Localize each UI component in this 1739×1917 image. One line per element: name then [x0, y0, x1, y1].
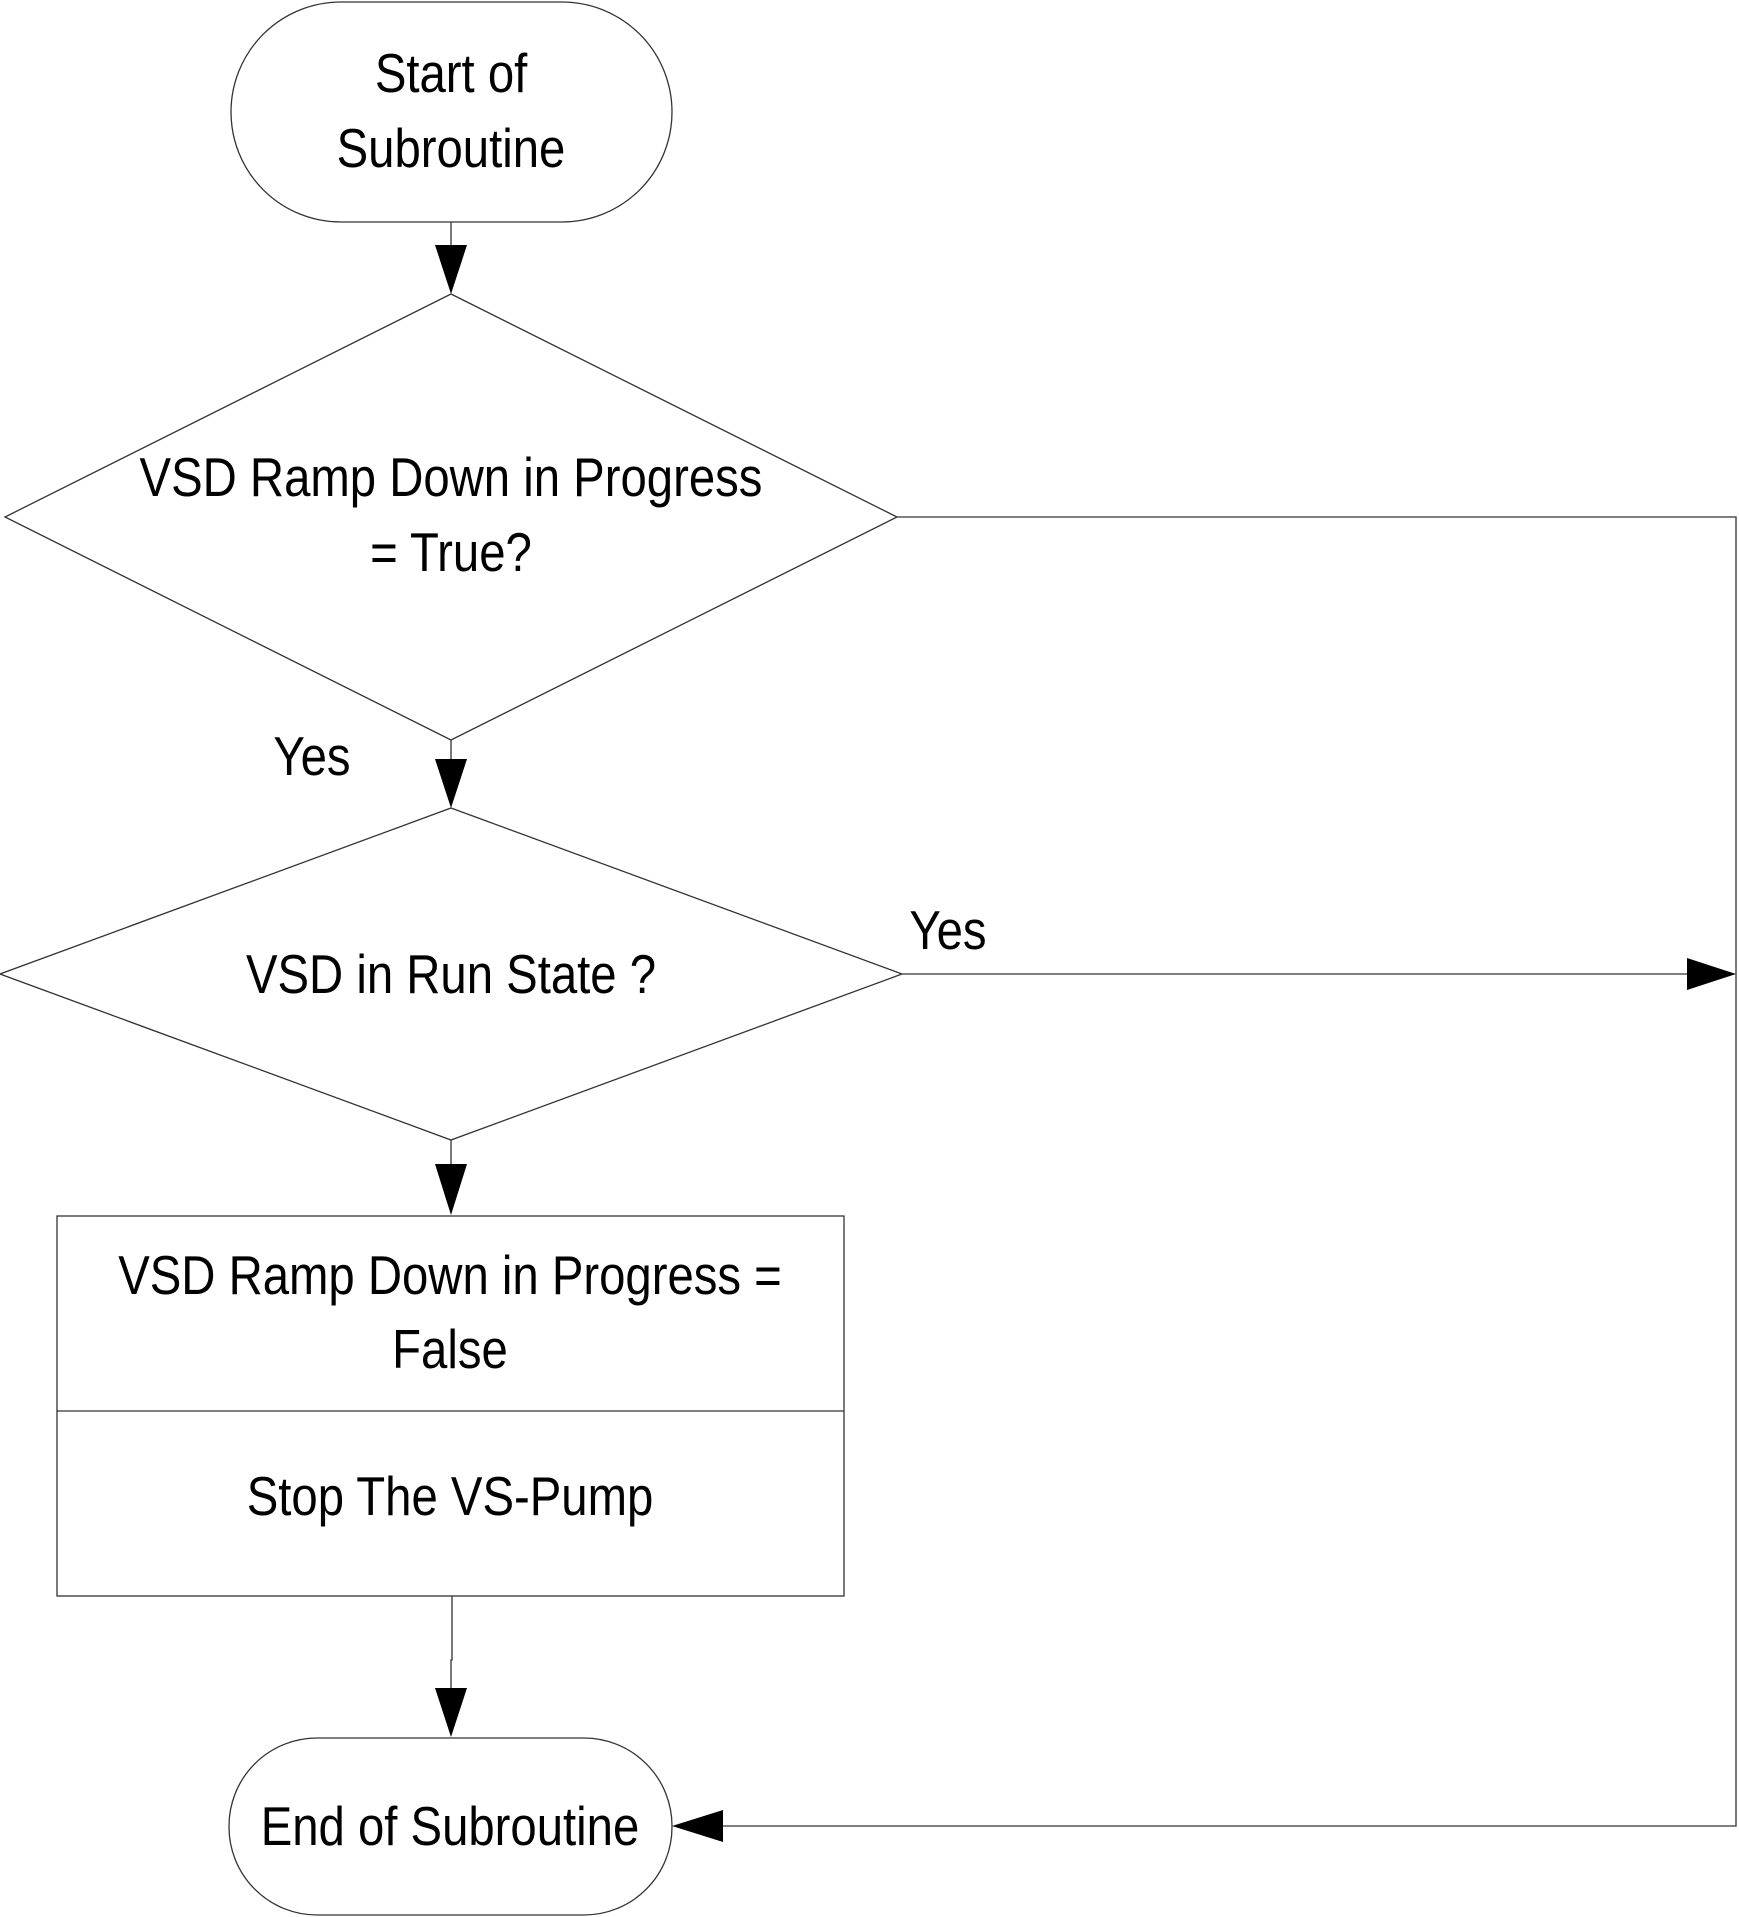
- ramp-decision-yes-label: Yes: [273, 726, 350, 787]
- arrowhead-down: [435, 1688, 467, 1737]
- start-terminator-label-2: Subroutine: [337, 118, 566, 179]
- process-ramp-false-label-1: VSD Ramp Down in Progress =: [118, 1245, 782, 1306]
- process-box: VSD Ramp Down in Progress = False Stop T…: [56, 1215, 845, 1597]
- arrowhead-right: [1687, 958, 1736, 990]
- ramp-decision-diamond: VSD Ramp Down in Progress = True?: [3, 293, 899, 741]
- arrowhead-down: [435, 1164, 467, 1215]
- process-stop-pump-label: Stop The VS-Pump: [247, 1466, 654, 1527]
- process-ramp-false-label-2: False: [392, 1319, 508, 1380]
- start-terminator-label-1: Start of: [375, 43, 528, 104]
- connector-process-to-end: [435, 1596, 467, 1737]
- connector-run-yes: [902, 958, 1736, 990]
- ramp-decision-label-2: = True?: [370, 522, 532, 583]
- connector-ramp-to-run-decision: [435, 740, 467, 808]
- end-terminator-label: End of Subroutine: [261, 1796, 640, 1857]
- connector-run-to-process: [435, 1140, 467, 1215]
- start-terminator: Start of Subroutine: [230, 1, 673, 223]
- connector-ramp-no-bypass: [672, 516, 1737, 1842]
- run-decision-label: VSD in Run State ?: [246, 944, 656, 1005]
- arrowhead-left: [672, 1810, 723, 1842]
- end-terminator: End of Subroutine: [228, 1737, 673, 1916]
- ramp-decision-label-1: VSD Ramp Down in Progress: [140, 447, 763, 508]
- run-decision-yes-label: Yes: [909, 900, 986, 961]
- run-decision-diamond: VSD in Run State ?: [0, 807, 904, 1141]
- connector-start-to-ramp-decision: [435, 222, 467, 294]
- arrowhead-down: [435, 245, 467, 294]
- arrowhead-down: [435, 759, 467, 808]
